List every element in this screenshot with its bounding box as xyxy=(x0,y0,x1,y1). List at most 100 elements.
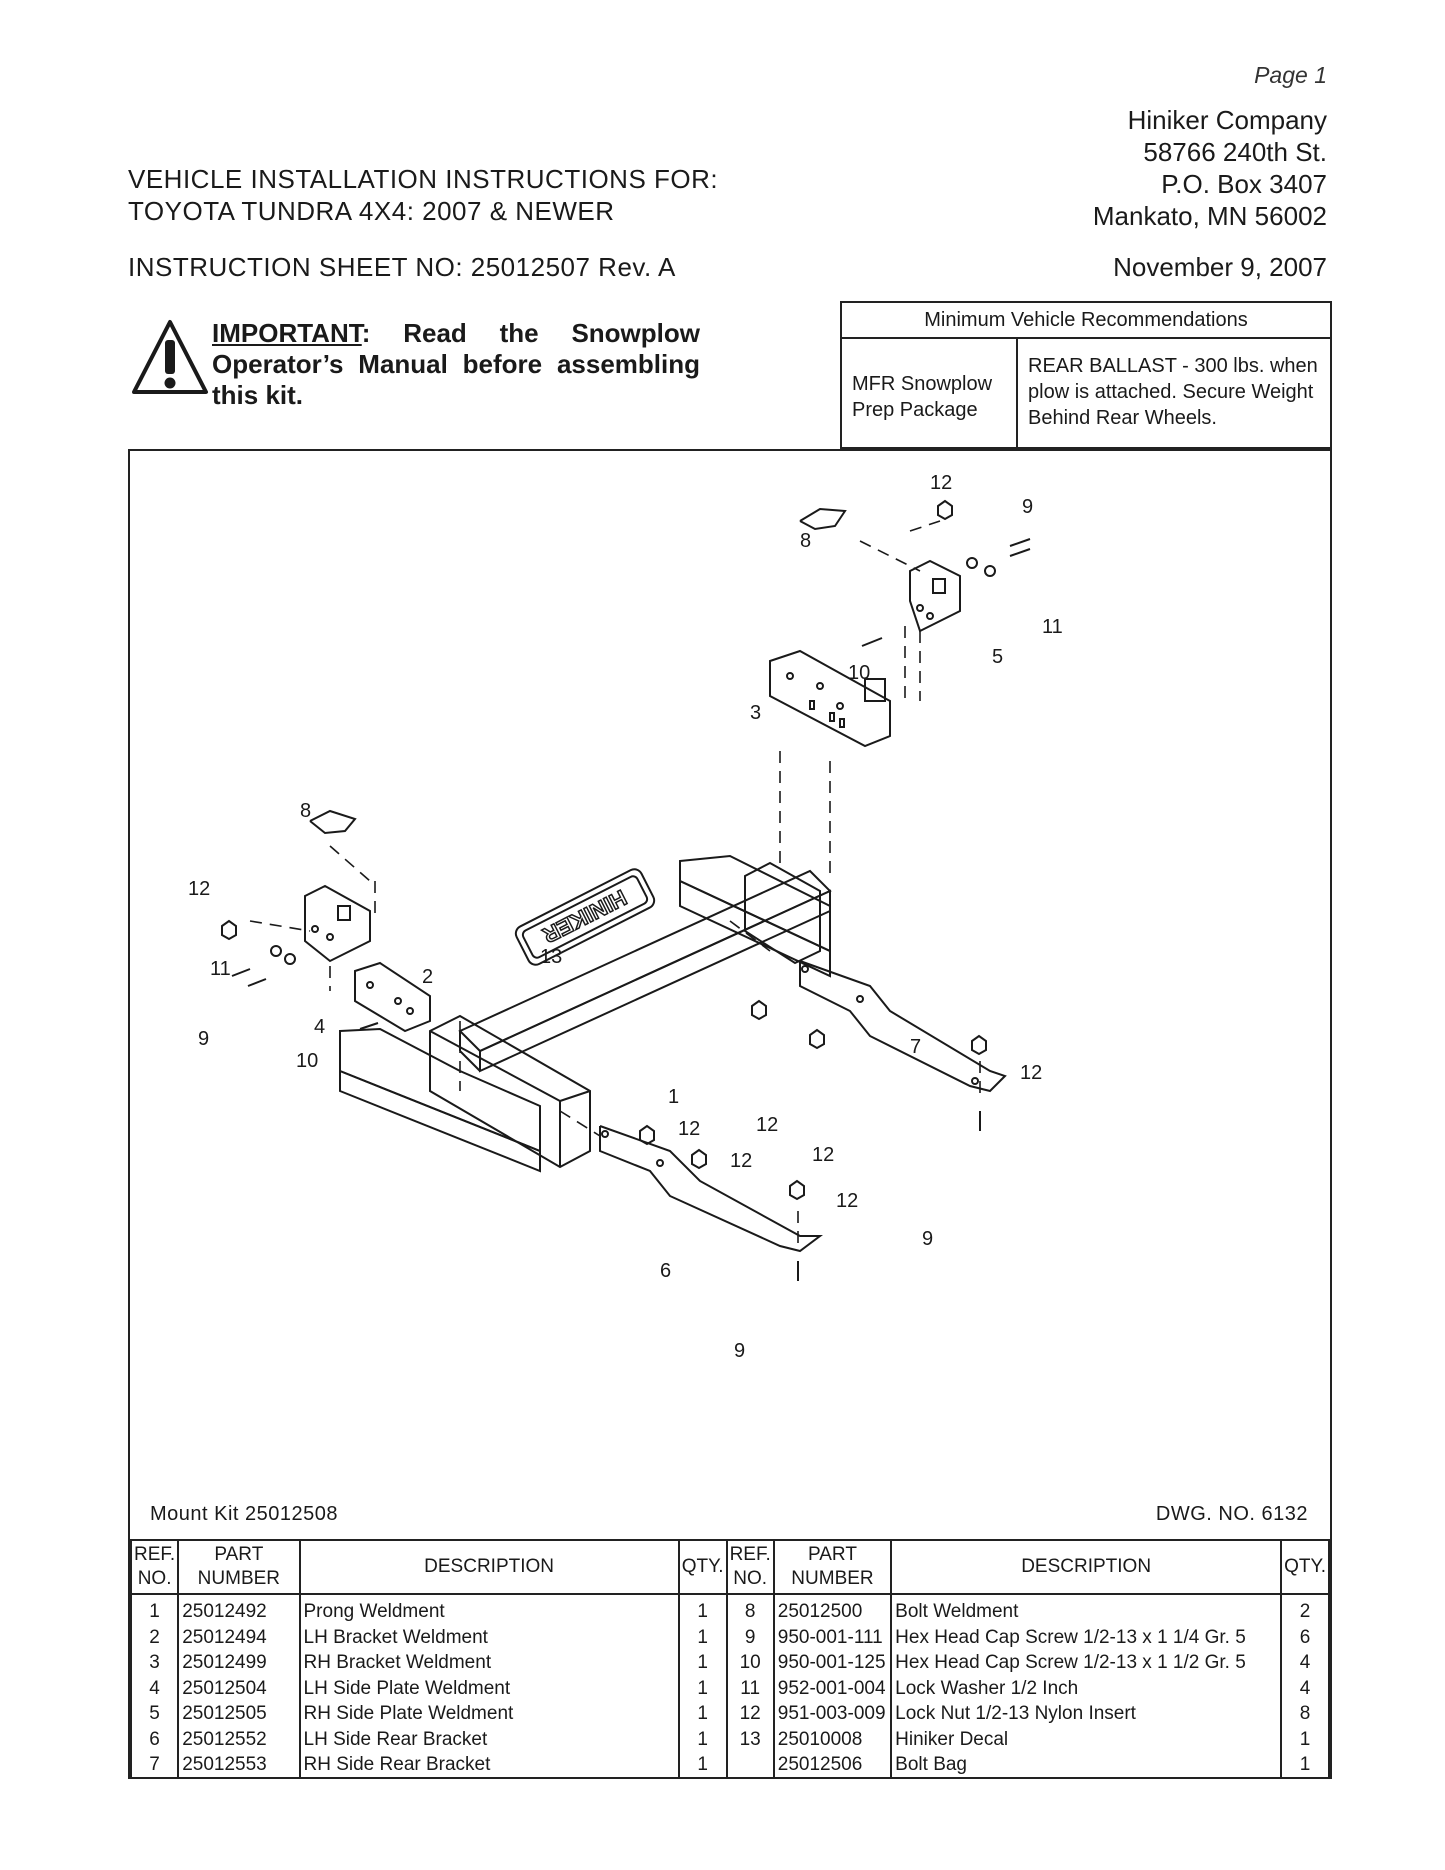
company-address: Hiniker Company 58766 240th St. P.O. Box… xyxy=(1093,104,1327,232)
company-name: Hiniker Company xyxy=(1127,105,1327,135)
document-title: VEHICLE INSTALLATION INSTRUCTIONS FOR: T… xyxy=(128,163,718,227)
callout-labels: 12 9 8 11 5 10 3 8 12 11 2 13 4 9 10 1 7… xyxy=(188,472,1063,1362)
callout-1: 1 xyxy=(668,1086,679,1108)
company-po-box: P.O. Box 3407 xyxy=(1161,169,1327,199)
ref-no: 3 xyxy=(129,1650,180,1676)
mount-kit-label: Mount Kit 25012508 xyxy=(150,1503,339,1525)
important-text: : Read the Snowplow Operator’s Manual be… xyxy=(212,318,700,410)
page-number: Page 1 xyxy=(1254,62,1327,88)
parts-table: REF. NO. PART NUMBER DESCRIPTION QTY. RE… xyxy=(129,1539,1330,1778)
description: Prong Weldment xyxy=(298,1593,680,1625)
callout-11: 11 xyxy=(1042,616,1063,638)
callout-4: 4 xyxy=(314,1016,325,1038)
callout-12: 12 xyxy=(188,878,210,900)
callout-10: 10 xyxy=(848,662,870,684)
callout-8: 8 xyxy=(300,800,311,822)
part-number: 25012500 xyxy=(772,1593,893,1625)
part-number: 25012553 xyxy=(177,1752,301,1778)
table-row: 4 25012504 LH Side Plate Weldment 1 11 9… xyxy=(129,1675,1330,1701)
header-description: DESCRIPTION xyxy=(298,1539,680,1595)
qty: 1 xyxy=(677,1675,728,1701)
header-description: DESCRIPTION xyxy=(890,1539,1283,1595)
callout-13: 13 xyxy=(540,946,562,968)
callout-5: 5 xyxy=(992,646,1003,668)
callout-10: 10 xyxy=(296,1050,318,1072)
hardware xyxy=(221,499,1031,1281)
table-row: 5 25012505 RH Side Plate Weldment 1 12 9… xyxy=(129,1701,1330,1727)
part-number: 950-001-111 xyxy=(772,1624,893,1650)
header-ref-no: REF. NO. xyxy=(129,1539,180,1595)
ref-no: 1 xyxy=(129,1593,180,1625)
table-row: 6 25012552 LH Side Rear Bracket 1 13 250… xyxy=(129,1726,1330,1752)
ref-no xyxy=(725,1752,775,1778)
rh-side-plate-weldment xyxy=(909,559,961,633)
part-number: 950-001-125 xyxy=(772,1650,893,1676)
part-number: 25012499 xyxy=(177,1650,301,1676)
qty: 4 xyxy=(1280,1675,1330,1701)
table-row: 2 25012494 LH Bracket Weldment 1 9 950-0… xyxy=(129,1624,1330,1650)
part-number: 25012505 xyxy=(177,1701,301,1727)
drawing-frame: HINIKER xyxy=(128,449,1332,1779)
description: Lock Nut 1/2-13 Nylon Insert xyxy=(890,1701,1283,1727)
part-number: 25010008 xyxy=(772,1726,893,1752)
part-number: 952-001-004 xyxy=(772,1675,893,1701)
ref-no: 5 xyxy=(129,1701,180,1727)
recommendation-rear-ballast: REAR BALLAST - 300 lbs. when plow is att… xyxy=(1028,355,1318,429)
document-date: November 9, 2007 xyxy=(1113,252,1327,282)
description: Hex Head Cap Screw 1/2-13 x 1 1/4 Gr. 5 xyxy=(890,1624,1283,1650)
table-row: 7 25012553 RH Side Rear Bracket 1 250125… xyxy=(129,1752,1330,1778)
title-line-1: VEHICLE INSTALLATION INSTRUCTIONS FOR: xyxy=(128,164,719,194)
callout-12: 12 xyxy=(1020,1062,1042,1084)
qty: 2 xyxy=(1280,1593,1330,1625)
callout-12: 12 xyxy=(678,1118,700,1140)
vehicle-recommendations-box: Minimum Vehicle Recommendations MFR Snow… xyxy=(840,301,1332,449)
description: RH Bracket Weldment xyxy=(298,1650,680,1676)
company-street: 58766 240th St. xyxy=(1143,137,1327,167)
callout-9: 9 xyxy=(198,1028,209,1050)
description: RH Side Rear Bracket xyxy=(298,1752,680,1778)
assembly-guide-lines xyxy=(249,520,981,1251)
ref-no: 6 xyxy=(129,1726,180,1752)
ref-no: 2 xyxy=(129,1624,180,1650)
exploded-assembly-drawing: HINIKER xyxy=(188,472,1063,1362)
callout-3: 3 xyxy=(750,702,761,724)
ref-no: 8 xyxy=(725,1593,775,1625)
table-row: 3 25012499 RH Bracket Weldment 1 10 950-… xyxy=(129,1650,1330,1676)
recommendation-prep-package: MFR Snowplow Prep Package xyxy=(842,339,1018,447)
header-ref-no: REF. NO. xyxy=(725,1539,775,1595)
important-notice: IMPORTANT: Read the Snowplow Operator’s … xyxy=(212,318,700,411)
qty: 1 xyxy=(677,1726,728,1752)
ref-no: 7 xyxy=(129,1752,180,1778)
qty: 1 xyxy=(1280,1752,1330,1778)
ref-no: 13 xyxy=(725,1726,775,1752)
recommendations-heading: Minimum Vehicle Recommendations xyxy=(842,303,1330,339)
header-qty: QTY. xyxy=(677,1539,728,1595)
description: LH Side Rear Bracket xyxy=(298,1726,680,1752)
callout-6: 6 xyxy=(660,1260,671,1282)
part-number: 25012504 xyxy=(177,1675,301,1701)
description: LH Side Plate Weldment xyxy=(298,1675,680,1701)
instruction-sheet-number: INSTRUCTION SHEET NO: 25012507 Rev. A xyxy=(128,252,676,282)
qty: 1 xyxy=(677,1624,728,1650)
qty: 6 xyxy=(1280,1624,1330,1650)
title-line-2: TOYOTA TUNDRA 4X4: 2007 & NEWER xyxy=(128,196,615,226)
warning-triangle-icon xyxy=(132,320,208,394)
callout-12: 12 xyxy=(836,1190,858,1212)
description: Bolt Bag xyxy=(890,1752,1283,1778)
callout-12: 12 xyxy=(930,472,952,494)
header-part-number: PART NUMBER xyxy=(177,1539,301,1595)
description: Hiniker Decal xyxy=(890,1726,1283,1752)
callout-12: 12 xyxy=(812,1144,834,1166)
drawing-number: DWG. NO. 6132 xyxy=(1155,1503,1308,1525)
description: Bolt Weldment xyxy=(890,1593,1283,1625)
part-number: 25012494 xyxy=(177,1624,301,1650)
ref-no: 9 xyxy=(725,1624,775,1650)
ref-no: 11 xyxy=(725,1675,775,1701)
qty: 8 xyxy=(1280,1701,1330,1727)
qty: 4 xyxy=(1280,1650,1330,1676)
ref-no: 10 xyxy=(725,1650,775,1676)
callout-8: 8 xyxy=(800,530,811,552)
parts-table-header: REF. NO. PART NUMBER DESCRIPTION QTY. RE… xyxy=(129,1539,1330,1595)
qty: 1 xyxy=(677,1752,728,1778)
callout-9: 9 xyxy=(922,1228,933,1250)
